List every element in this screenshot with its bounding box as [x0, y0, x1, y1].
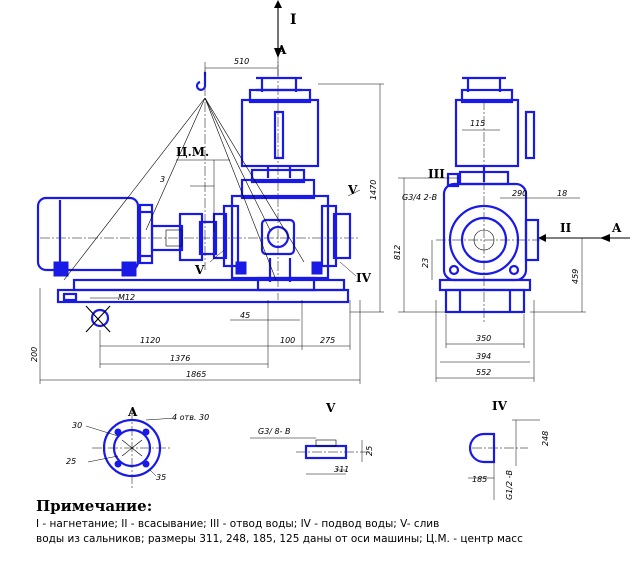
dim-311: 311 [334, 465, 349, 474]
dim-18: 18 [557, 189, 567, 198]
dim-290: 290 [512, 189, 527, 198]
dim-459: 459 [571, 269, 580, 284]
dim-25: 25 [66, 457, 76, 466]
lifting-slings [63, 72, 305, 281]
base-frame [56, 278, 350, 333]
detail-V: V G3/ 8- B 25 311 [250, 401, 374, 475]
detail-IV: IV 248 185 G1/2 -B [468, 399, 550, 500]
dim-185: 185 [472, 475, 487, 484]
dim-4otv: 4 отв. 30 [172, 413, 209, 422]
side-base [438, 278, 532, 314]
dim-1120: 1120 [140, 336, 160, 345]
note-line-2: воды из сальников; размеры 311, 248, 185… [36, 533, 523, 545]
side-view: 115 III G3/4 2-B 290 18 II A 812 23 459 … [393, 76, 630, 382]
dim-115: 115 [470, 119, 485, 128]
view-label-IV-main: IV [356, 271, 372, 285]
dim-35: 35 [156, 473, 166, 482]
view-label-V-right: V [347, 183, 358, 197]
dim-G34: G3/4 2-B [402, 193, 437, 202]
dim-812: 812 [393, 245, 402, 260]
view-label-A-right: A [611, 221, 622, 235]
dim-510: 510 [234, 57, 249, 66]
side-dimensions [398, 129, 586, 382]
dim-G12: G1/2 -B [505, 470, 514, 500]
detail-A-label: A [127, 405, 138, 419]
dim-3: 3 [160, 175, 165, 184]
dim-552: 552 [476, 368, 491, 377]
dim-1865: 1865 [186, 370, 206, 379]
note-line-1: I - нагнетание; II - всасывание; III - о… [36, 518, 440, 530]
coupling [150, 212, 218, 262]
dim-100: 100 [280, 336, 295, 345]
view-label-V-left: V [194, 263, 205, 277]
dim-1470: 1470 [369, 180, 378, 200]
view-label-A-top: A [276, 43, 287, 57]
electric-motor [36, 196, 154, 277]
dim-25b: 25 [365, 446, 374, 456]
dim-M12: M12 [118, 293, 135, 302]
view-label-II: II [560, 221, 572, 235]
detail-IV-label: IV [492, 399, 508, 413]
dim-23: 23 [421, 258, 430, 268]
dim-275: 275 [320, 336, 335, 345]
view-label-III: III [428, 167, 445, 181]
dim-248: 248 [541, 431, 550, 446]
dim-1376: 1376 [170, 354, 190, 363]
pump-casing [212, 168, 352, 292]
note-title: Примечание: [36, 497, 153, 515]
center-mass-label: Ц.М. [176, 145, 209, 159]
discharge-vessel [240, 76, 320, 178]
dim-200: 200 [30, 347, 39, 362]
side-vessel [454, 76, 536, 186]
dim-45: 45 [240, 311, 250, 320]
main-view: I A 510 Ц.М. 3 V V IV 1470 M12 45 1120 1… [30, 0, 384, 384]
dim-30: 30 [72, 421, 82, 430]
view-label-I: I [290, 12, 297, 28]
dim-350: 350 [476, 334, 491, 343]
dim-394: 394 [476, 352, 491, 361]
detail-A: A 30 4 отв. 30 25 35 [66, 405, 209, 488]
main-dimensions [39, 62, 384, 384]
detail-V-label: V [325, 401, 336, 415]
dim-G38: G3/ 8- B [258, 427, 291, 436]
